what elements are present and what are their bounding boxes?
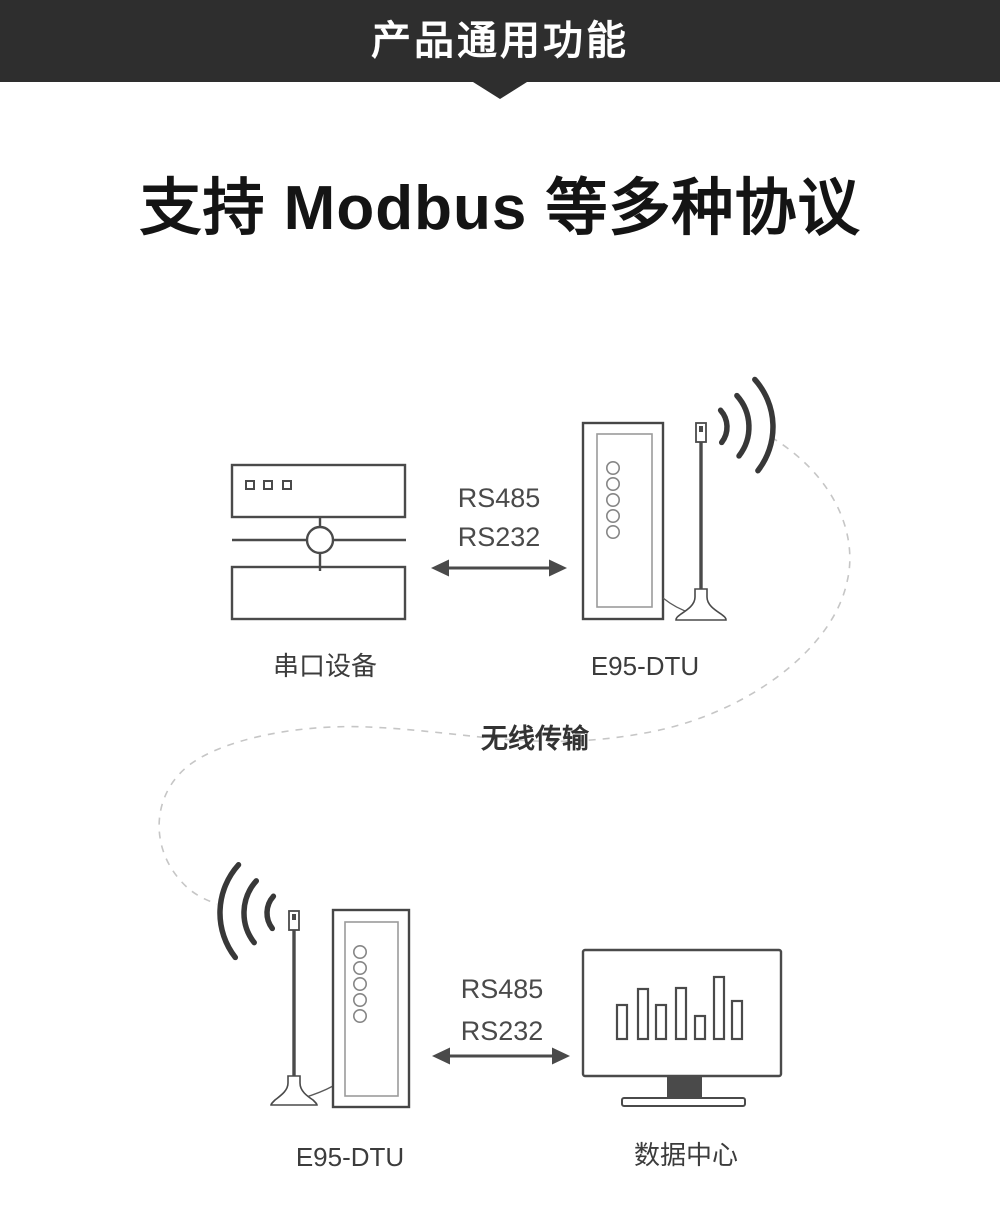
banner-title: 产品通用功能 <box>371 19 629 63</box>
monitor-bars-icon <box>615 975 744 1041</box>
antenna-icon-bottom <box>270 910 334 1106</box>
serial-device-icon <box>230 463 407 621</box>
page-title: 支持 Modbus 等多种协议 <box>139 174 861 243</box>
wireless-signal-icon-top <box>717 376 776 474</box>
label-wireless-transmission: 无线传输 <box>481 724 589 754</box>
label-dtu-bottom: E95-DTU <box>295 1142 405 1172</box>
dtu-module-icon-top <box>581 421 665 621</box>
label-data-center: 数据中心 <box>633 1140 738 1170</box>
double-arrow-icon-bottom <box>432 1047 570 1065</box>
double-arrow-icon-top <box>431 559 567 577</box>
antenna-icon-top <box>662 422 727 621</box>
label-protocol-rs232-bottom: RS232 <box>460 1016 544 1046</box>
label-protocol-rs485-top: RS485 <box>457 483 541 513</box>
data-center-monitor-icon <box>581 948 783 1107</box>
label-protocol-rs232-top: RS232 <box>457 522 541 552</box>
section-banner: 产品通用功能 <box>0 0 1000 82</box>
dtu-module-icon-bottom <box>331 908 411 1109</box>
label-dtu-top: E95-DTU <box>590 651 700 681</box>
banner-notch-triangle <box>473 82 527 99</box>
label-serial-device: 串口设备 <box>272 651 377 681</box>
label-protocol-rs485-bottom: RS485 <box>460 974 544 1004</box>
wireless-signal-icon-bottom <box>217 862 277 961</box>
dashed-wireless-link <box>158 436 851 905</box>
